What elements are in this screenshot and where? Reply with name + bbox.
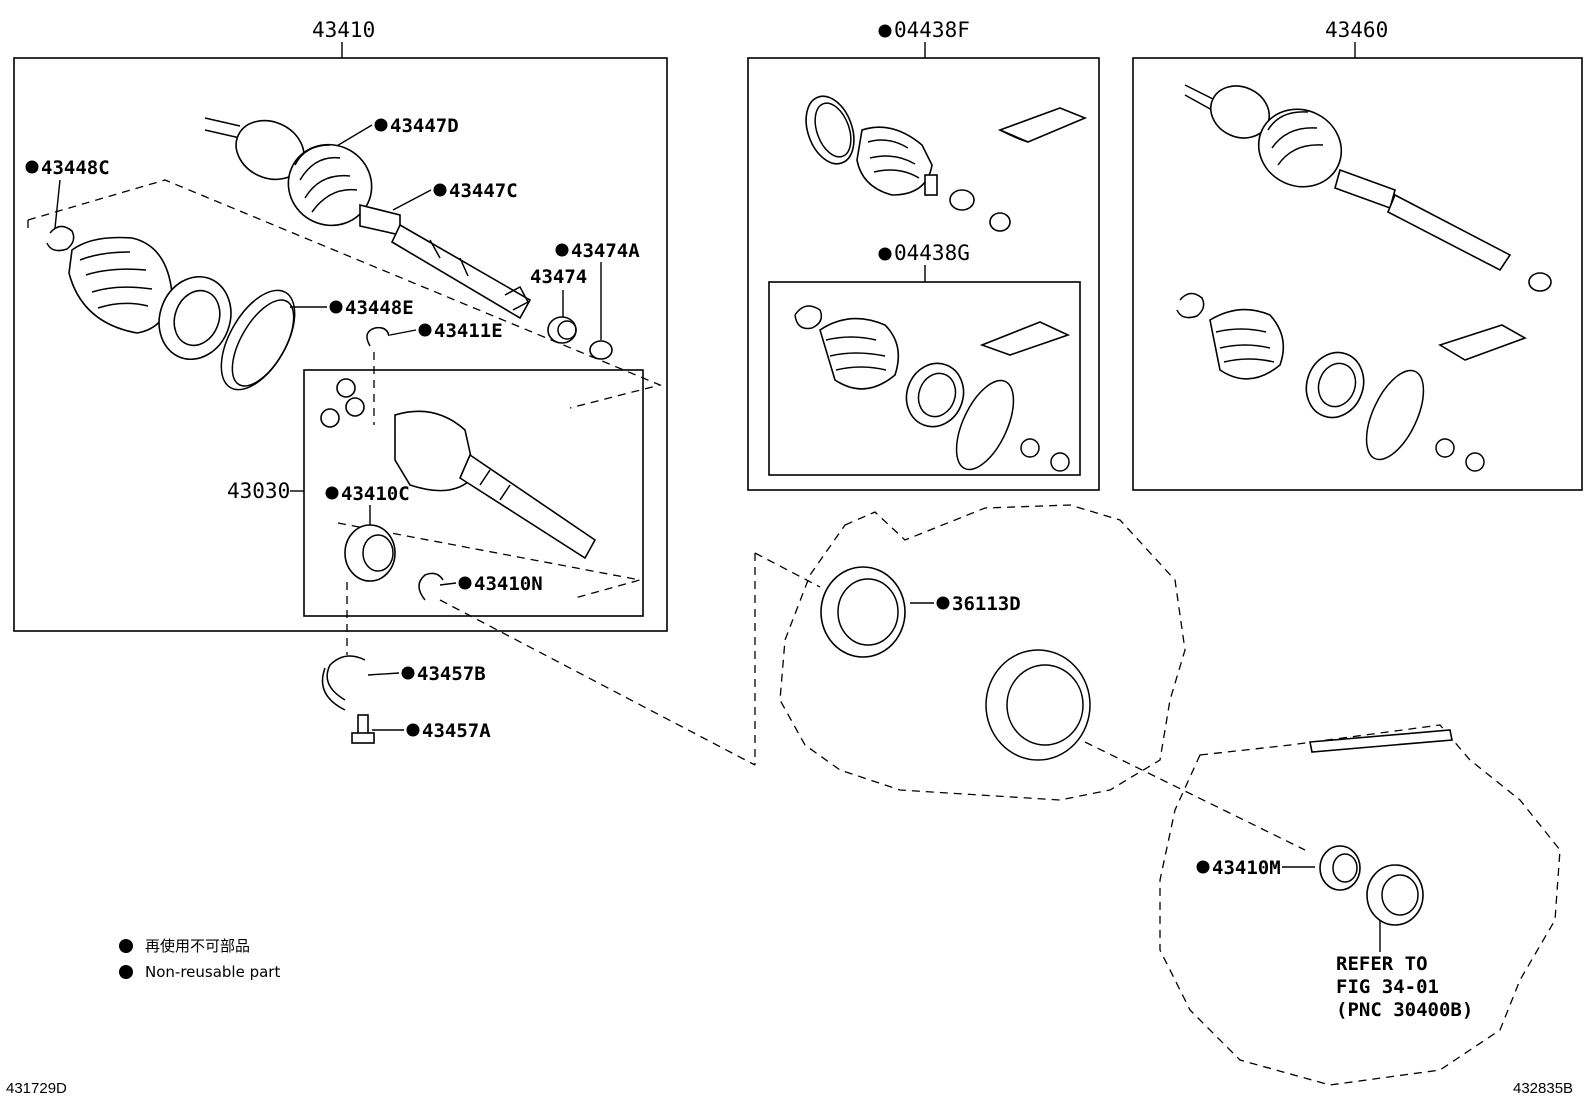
label-part-43457A: 43457A — [422, 720, 491, 742]
boot-kit-04438G-drawing — [794, 305, 1071, 472]
label-part-36113D: 36113D — [952, 593, 1021, 615]
legend-dot-jp — [119, 939, 133, 953]
nonreusable-dot — [878, 24, 892, 38]
label-part-43410C: 43410C — [341, 483, 410, 505]
legend-dot-en — [119, 965, 133, 979]
label-part-43447D: 43447D — [390, 115, 459, 137]
drive-shaft-43460-drawing — [1176, 84, 1552, 472]
label-group-04438G: 04438G — [894, 241, 970, 265]
footer-code-left: 431729D — [6, 1080, 67, 1097]
label-group-43460: 43460 — [1325, 18, 1388, 42]
label-part-43448E: 43448E — [345, 297, 414, 319]
refer-line-1: REFER TO — [1336, 953, 1428, 975]
label-part-43410M: 43410M — [1212, 857, 1281, 879]
boot-kit-04438F-drawing — [805, 95, 1088, 232]
footer-code-right: 432835B — [1513, 1080, 1573, 1097]
label-part-43474: 43474 — [530, 266, 587, 288]
label-part-43474A: 43474A — [571, 240, 640, 262]
label-group-43410: 43410 — [312, 18, 375, 42]
label-part-43411E: 43411E — [434, 320, 503, 342]
label-part-43410N: 43410N — [474, 573, 543, 595]
group-box-43030 — [303, 369, 644, 617]
label-group-43030: 43030 — [227, 479, 290, 503]
label-part-43447C: 43447C — [449, 180, 518, 202]
label-group-04438F: 04438F — [894, 18, 970, 42]
legend-text-jp: 再使用不可部品 — [145, 937, 250, 955]
group-box-04438F — [747, 57, 1100, 491]
refer-line-3: (PNC 30400B) — [1336, 999, 1473, 1021]
nonreusable-dot — [878, 247, 892, 261]
group-box-43410 — [13, 57, 668, 632]
drive-shaft-43410-drawing — [27, 117, 663, 744]
label-part-43448C: 43448C — [41, 157, 110, 179]
transaxle-case-drawing — [439, 504, 1306, 851]
label-part-43457B: 43457B — [417, 663, 486, 685]
transmission-case-drawing — [1159, 724, 1561, 1086]
group-box-43460 — [1132, 57, 1583, 491]
legend-text-en: Non-reusable part — [145, 963, 280, 981]
refer-line-2: FIG 34-01 — [1336, 976, 1439, 998]
